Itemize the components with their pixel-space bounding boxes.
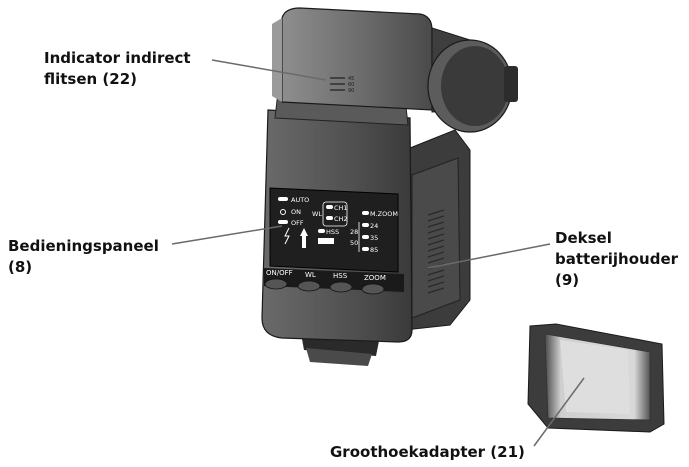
button-label-wl: WL — [305, 271, 316, 279]
wide-angle-adapter — [528, 324, 664, 432]
panel-wl: WL — [312, 210, 322, 218]
panel-hss: HSS — [326, 228, 339, 236]
button-label-zoom: ZOOM — [364, 274, 386, 282]
panel-ch2: CH2 — [334, 215, 348, 223]
battery-cover — [405, 130, 470, 330]
button-label-onoff: ON/OFF — [266, 269, 293, 277]
wl-button[interactable] — [298, 281, 320, 291]
panel-on: ON — [291, 208, 301, 216]
panel-off: OFF — [291, 219, 304, 227]
hss-button[interactable] — [330, 282, 352, 292]
panel-z28: 28 — [350, 228, 358, 236]
panel-z85: 85 — [370, 246, 378, 254]
button-label-hss: HSS — [333, 272, 348, 280]
panel-z50: 50 — [350, 239, 358, 247]
control-panel: AUTO ON OFF WL CH1 CH2 M.ZOOM 24 28 35 5… — [270, 188, 398, 272]
bounce-scale-90: 90 — [348, 88, 354, 94]
panel-z24: 24 — [370, 222, 378, 230]
panel-mzoom: M.ZOOM — [370, 210, 398, 218]
panel-auto: AUTO — [291, 196, 309, 204]
onoff-button[interactable] — [265, 279, 287, 289]
panel-ch1: CH1 — [334, 204, 348, 212]
zoom-button[interactable] — [362, 284, 384, 294]
panel-z35: 35 — [370, 234, 378, 242]
